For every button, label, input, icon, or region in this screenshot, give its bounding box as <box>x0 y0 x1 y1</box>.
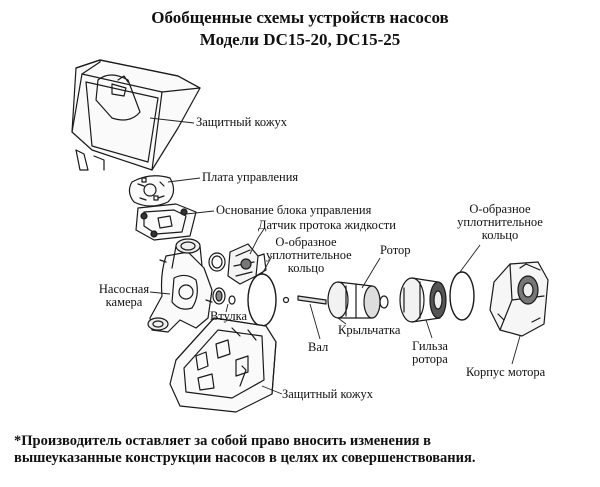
leader-line-rotor-sleeve <box>425 319 433 339</box>
top-protective-cover-drawing <box>71 59 201 171</box>
label-protective-cover-bottom: Защитный кожух <box>282 387 374 401</box>
bottom-protective-cover-drawing <box>169 317 277 413</box>
label-impeller: Крыльчатка <box>338 323 401 337</box>
label-flow-sensor: Датчик протока жидкости <box>258 218 396 232</box>
label-pump-chamber: Насосная камера <box>98 282 150 309</box>
manufacturer-footnote: *Производитель оставляет за собой право … <box>14 433 476 466</box>
leader-line-top-cover <box>149 117 195 124</box>
diagram-title-line2: Модели DC15-20, DC15-25 <box>199 30 401 49</box>
label-rotor-sleeve: Гильза ротора <box>412 339 448 366</box>
bushing-drawing <box>212 287 236 305</box>
leader-line-bushing <box>225 303 229 313</box>
pump-chamber-drawing <box>147 238 213 333</box>
leader-line-o-ring-right <box>459 244 481 273</box>
shaft-drawing <box>282 295 327 305</box>
leader-line-flow-sensor <box>249 228 265 255</box>
leader-line-rotor <box>361 257 381 289</box>
label-protective-cover-top: Защитный кожух <box>196 115 288 129</box>
flow-sensor-drawing <box>227 243 267 285</box>
leader-line-impeller <box>337 317 347 325</box>
leader-line-control-board <box>167 177 201 183</box>
diagram-title-line1: Обобщенные схемы устройств насосов <box>151 8 449 27</box>
label-o-ring-left: О-образное уплотнительное кольцо <box>266 235 352 275</box>
label-control-unit-base: Основание блока управления <box>216 203 372 217</box>
label-motor-housing: Корпус мотора <box>466 365 546 379</box>
small-o-ring-drawing <box>208 252 226 272</box>
large-o-ring-left-drawing <box>247 273 277 327</box>
label-bushing: Втулка <box>210 309 248 323</box>
label-o-ring-right: О-образное уплотнительное кольцо <box>457 202 543 242</box>
leader-line-bottom-cover <box>261 385 283 395</box>
label-shaft: Вал <box>308 340 329 354</box>
control-unit-base-drawing <box>135 203 197 241</box>
rotor-sleeve-drawing <box>399 277 447 323</box>
leader-line-shaft <box>309 303 321 340</box>
leader-line-motor-housing <box>511 335 521 365</box>
label-control-board: Плата управления <box>202 170 299 184</box>
leader-line-pump-chamber <box>149 291 171 295</box>
control-board-drawing <box>128 175 175 207</box>
label-rotor: Ротор <box>380 243 411 257</box>
motor-housing-drawing <box>489 261 549 337</box>
leader-line-control-base <box>185 210 215 215</box>
impeller-rotor-drawing <box>327 281 389 319</box>
large-o-ring-right-drawing <box>449 271 475 321</box>
leader-line-o-ring-left <box>261 255 273 275</box>
